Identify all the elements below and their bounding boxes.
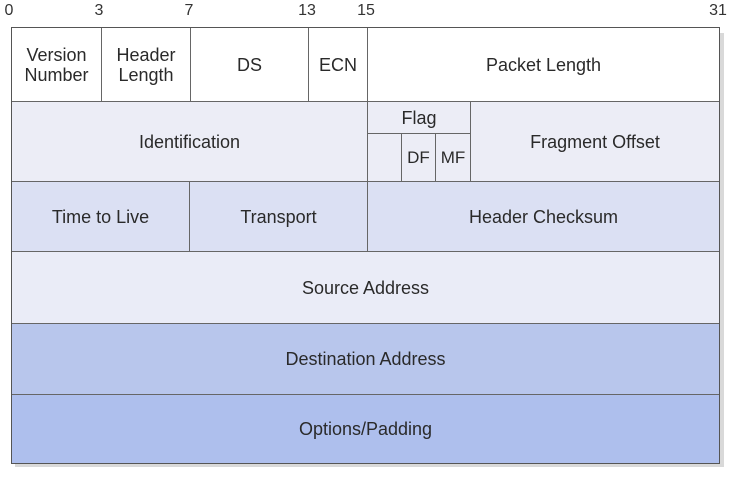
packet-length-field: Packet Length [367,28,719,101]
packet-length-label: Packet Length [485,54,602,75]
df-label: DF [407,147,430,167]
ecn-field: ECN [308,28,367,101]
destination-address-label: Destination Address [285,349,446,369]
ruler-tick-3: 3 [94,2,104,19]
header-length-line2: Length [118,64,174,85]
destination-address-field: Destination Address [12,323,719,394]
ruler-tick-7: 7 [184,2,194,19]
ruler-tick-31: 31 [709,2,727,19]
header-checksum-field: Header Checksum [367,181,719,251]
version-label-line1: Version [26,44,87,65]
source-address-field: Source Address [12,251,719,323]
mf-flag: MF [435,133,470,181]
identification-field: Identification [12,101,367,181]
flag-label: Flag [401,107,437,128]
options-padding-field: Options/Padding [12,394,719,463]
flag-reserved-bit [367,133,401,181]
fragment-offset-label: Fragment Offset [530,131,660,152]
header-length-field: Header Length [101,28,190,101]
bit-ruler: 0 3 7 13 15 31 [0,0,736,24]
ds-field: DS [190,28,308,101]
header-length-line1: Header [116,44,176,65]
flag-field: Flag [367,101,470,133]
ds-label: DS [236,54,262,75]
transport-label: Transport [240,206,317,227]
ip-header-diagram: Version Number Header Length DS ECN Pack… [11,27,720,464]
ecn-label: ECN [318,54,357,75]
version-label-line2: Number [24,64,89,85]
transport-field: Transport [189,181,367,251]
identification-label: Identification [138,131,241,152]
ruler-tick-15: 15 [357,2,375,19]
ruler-tick-0: 0 [4,2,14,19]
fragment-offset-field: Fragment Offset [470,101,719,181]
version-number-field: Version Number [12,28,101,101]
time-to-live-field: Time to Live [12,181,189,251]
options-padding-label: Options/Padding [298,419,433,439]
ruler-tick-13: 13 [298,2,316,19]
mf-label: MF [440,147,466,167]
source-address-label: Source Address [301,277,430,298]
ttl-label: Time to Live [51,206,150,227]
df-flag: DF [401,133,435,181]
header-checksum-label: Header Checksum [468,206,619,227]
